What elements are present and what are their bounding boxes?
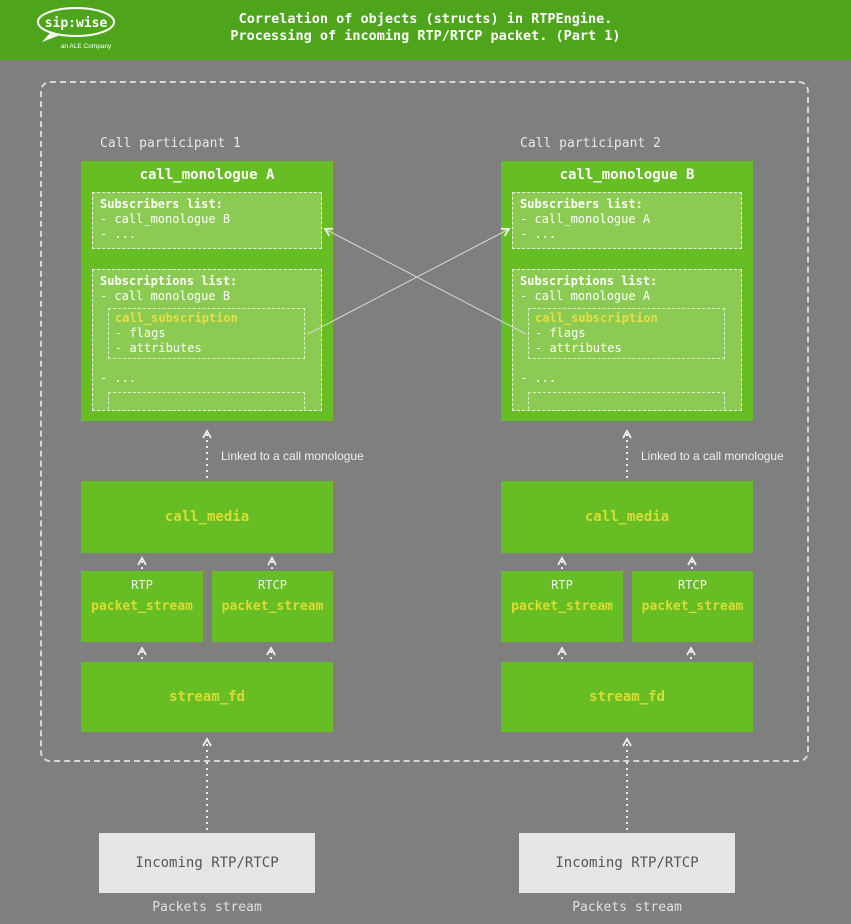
incoming-label: Incoming RTP/RTCP [135,855,279,871]
participant-label: Call participant 2 [520,136,661,151]
page-title: Correlation of objects (structs) in RTPE… [0,11,851,45]
subscribers-list-box: Subscribers list: - call_monologue A - .… [512,192,742,249]
subscriptions-more: - ... [100,371,137,385]
linked-to-monologue-label: Linked to a call monologue [221,449,364,463]
subscriptions-item: - call monologue B [100,289,231,303]
call-media-box: call_media [501,481,753,553]
rtp-label: RTP [131,578,153,592]
subscription-item: - attributes [115,341,202,355]
call-media-label: call_media [584,509,670,525]
packet-stream-label: packet_stream [221,599,324,614]
more-subscription-box [528,392,725,410]
incoming-rtp-rtcp-box: Incoming RTP/RTCP [99,833,315,893]
call-monologue-box: call_monologue B Subscribers list: - cal… [501,161,753,421]
call-monologue-title: call_monologue A [139,167,275,183]
stream-fd-label: stream_fd [169,689,245,705]
logo-text: sip:wise [45,16,108,31]
call-media-label: call_media [164,509,250,525]
stream-fd-label: stream_fd [589,689,665,705]
subscribers-item: - call_monologue A [520,212,651,226]
call-subscription-title: call_subscription [115,311,238,325]
title-line2: Processing of incoming RTP/RTCP packet. … [230,28,621,44]
packet-stream-label: packet_stream [91,599,193,614]
packets-stream-label: Packets stream [572,900,682,915]
subscription-item: - attributes [535,341,622,355]
call-monologue-box: call_monologue A Subscribers list: - cal… [81,161,333,421]
rtp-label: RTP [551,578,573,592]
subscribers-item: - call_monologue B [100,212,231,226]
packets-stream-label: Packets stream [152,900,262,915]
incoming-rtp-rtcp-box: Incoming RTP/RTCP [519,833,735,893]
subscriptions-list-box: Subscriptions list: - call monologue A c… [512,269,742,411]
packet-stream-rtp-box: RTP packet_stream [501,571,623,642]
packet-stream-rtcp-box: RTCP packet_stream [632,571,753,642]
more-subscription-box [108,392,305,410]
rtcp-label: RTCP [258,578,287,592]
packet-stream-rtp-box: RTP packet_stream [81,571,203,642]
participant-2-column: Call participant 2 call_monologue B Subs… [501,0,784,924]
call-subscription-box: call_subscription - flags - attributes [528,308,725,359]
packet-stream-label: packet_stream [641,599,744,614]
title-line1: Correlation of objects (structs) in RTPE… [238,11,613,27]
subscription-item: - flags [535,326,586,340]
call-subscription-box: call_subscription - flags - attributes [108,308,305,359]
subscription-item: - flags [115,326,166,340]
rtpengine-scope-frame [40,81,809,762]
subscribers-list-box: Subscribers list: - call_monologue B - .… [92,192,322,249]
sipwise-logo-icon: sip:wise an ALE Company [37,7,115,50]
subscriptions-more: - ... [520,371,557,385]
subscribers-item: - ... [520,227,557,241]
stream-fd-box: stream_fd [501,662,753,732]
subscriptions-item: - call monologue A [520,289,651,303]
incoming-label: Incoming RTP/RTCP [555,855,699,871]
packet-stream-label: packet_stream [511,599,613,614]
header: sip:wise an ALE Company Correlation of o… [0,0,851,60]
logo-subtext: an ALE Company [61,43,112,50]
participant-1-column: Call participant 1 call_monologue A Subs… [81,0,364,924]
subscribers-list-title: Subscribers list: [100,197,223,211]
subscriptions-list-title: Subscriptions list: [100,274,238,288]
linked-to-monologue-label: Linked to a call monologue [641,449,784,463]
stream-fd-box: stream_fd [81,662,333,732]
call-media-box: call_media [81,481,333,553]
participant-label: Call participant 1 [100,136,241,151]
subscribers-list-title: Subscribers list: [520,197,643,211]
rtcp-label: RTCP [678,578,707,592]
subscriptions-list-title: Subscriptions list: [520,274,658,288]
packet-stream-rtcp-box: RTCP packet_stream [212,571,333,642]
call-monologue-title: call_monologue B [559,167,695,183]
sipwise-logo: sip:wise an ALE Company [28,6,128,58]
subscriptions-list-box: Subscriptions list: - call monologue B c… [92,269,322,411]
call-subscription-title: call_subscription [535,311,658,325]
subscribers-item: - ... [100,227,137,241]
